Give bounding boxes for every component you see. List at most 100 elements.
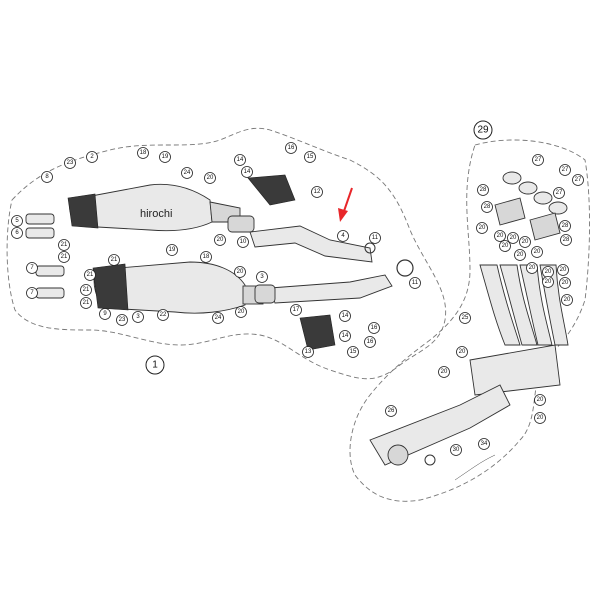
callout-circle: [534, 394, 546, 406]
callout-circle: [494, 230, 506, 242]
callout-number: 16: [288, 145, 295, 151]
callout-number: 20: [238, 309, 245, 315]
header-pipes: [369, 264, 569, 466]
callout-p20a: 20: [204, 172, 216, 184]
callout-number: 11: [412, 280, 419, 286]
callout-circle: [369, 232, 381, 244]
callout-number: 22: [160, 312, 167, 318]
callout-p20i: 20: [531, 246, 543, 258]
callout-circle: [159, 151, 171, 163]
callout-number: 20: [510, 235, 517, 241]
callout-p11a: 11: [369, 232, 381, 244]
callout-number: 14: [342, 333, 349, 339]
header-gaskets: [494, 171, 568, 241]
callout-p28a: 28: [477, 184, 489, 196]
clamp-ring: [396, 259, 414, 277]
callout-p16c: 16: [364, 336, 376, 348]
callout-p23b: 23: [116, 314, 128, 326]
callout-circle: [499, 240, 511, 252]
callout-circle: [557, 264, 569, 276]
callout-p27b: 27: [559, 164, 571, 176]
callout-circle: [181, 167, 193, 179]
callout-circle: [290, 304, 302, 316]
callout-number: 14: [244, 169, 251, 175]
callout-circle: [507, 232, 519, 244]
callout-circle: [132, 311, 144, 323]
callout-number: 21: [83, 287, 90, 293]
callout-circle: [553, 187, 565, 199]
callout-circle: [526, 262, 538, 274]
callout-number: 21: [61, 254, 68, 260]
callout-p20e: 20: [476, 222, 488, 234]
callout-p10: 10: [237, 236, 249, 248]
callout-number: 12: [314, 189, 321, 195]
callout-p8a: 8: [41, 171, 53, 183]
callout-p23a: 23: [64, 157, 76, 169]
callout-p21f: 21: [80, 297, 92, 309]
callout-number: 21: [111, 257, 118, 263]
callout-p11b: 11: [409, 277, 421, 289]
callout-circle: [11, 215, 23, 227]
sensor-wire: [454, 454, 496, 481]
highlight-arrow: [338, 187, 353, 222]
callout-p21e: 21: [80, 284, 92, 296]
callout-number: 8: [45, 174, 49, 180]
callout-circle: [84, 269, 96, 281]
callout-p22: 22: [157, 309, 169, 321]
callout-number: 23: [119, 317, 126, 323]
callout-circle: [339, 330, 351, 342]
callout-p20q: 20: [561, 294, 573, 306]
callout-circle: [235, 306, 247, 318]
callout-number: 27: [562, 167, 569, 173]
callout-number: 21: [83, 300, 90, 306]
callout-p19a: 19: [159, 151, 171, 163]
callout-number: 20: [441, 369, 448, 375]
callout-p27c: 27: [572, 174, 584, 186]
callout-circle: [234, 154, 246, 166]
callout-p18b: 18: [200, 251, 212, 263]
callout-circle: [80, 284, 92, 296]
callout-p6a: 6: [11, 227, 23, 239]
callout-p20f: 20: [494, 230, 506, 242]
callout-number: 18: [140, 150, 147, 156]
callout-circle: [481, 201, 493, 213]
callout-number: 20: [545, 269, 552, 275]
callout-p20d: 20: [234, 266, 246, 278]
callout-p28b: 28: [481, 201, 493, 213]
callout-circle: [26, 287, 38, 299]
callout-circle: [64, 157, 76, 169]
callout-circle: [200, 251, 212, 263]
watermark-text: hirochi: [140, 208, 172, 220]
callout-p20k: 20: [514, 249, 526, 261]
callout-number: 20: [537, 415, 544, 421]
callout-number: 19: [162, 154, 169, 160]
callout-p20j: 20: [499, 240, 511, 252]
callout-number: 28: [563, 237, 570, 243]
callout-circle: [256, 271, 268, 283]
callout-circle: [385, 405, 397, 417]
callout-number: 20: [502, 243, 509, 249]
callout-circle: [531, 246, 543, 258]
callout-p3: 3: [132, 311, 144, 323]
callout-p7b: 7: [26, 287, 38, 299]
callout-number: 6: [15, 230, 19, 236]
callout-circle: [339, 310, 351, 322]
callout-p34: 34: [478, 438, 490, 450]
callout-circle: [58, 239, 70, 251]
callout-number: 7: [30, 265, 34, 271]
callout-circle: [559, 220, 571, 232]
sensor-plug: [424, 454, 436, 466]
callout-circle: [99, 308, 111, 320]
callout-number: 20: [522, 239, 529, 245]
callout-circle: [337, 230, 349, 242]
callout-circle: [438, 366, 450, 378]
callout-number: 3: [260, 274, 264, 280]
callout-number: 17: [293, 307, 300, 313]
callout-circle: [80, 297, 92, 309]
callout-number: 7: [30, 290, 34, 296]
callout-p18a: 18: [137, 147, 149, 159]
callout-circle: [214, 234, 226, 246]
callout-number: 23: [67, 160, 74, 166]
callout-circle: [311, 186, 323, 198]
callout-circle: [116, 314, 128, 326]
